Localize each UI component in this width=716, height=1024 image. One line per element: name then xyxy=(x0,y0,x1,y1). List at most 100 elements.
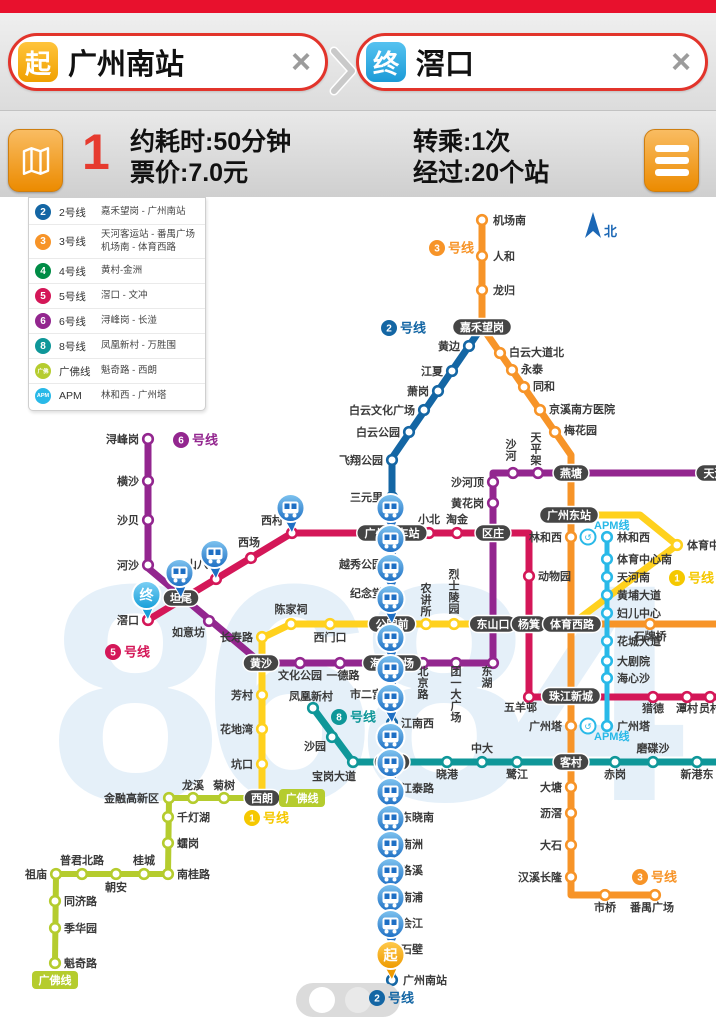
station-dot[interactable] xyxy=(486,496,500,510)
station-dot[interactable] xyxy=(49,867,63,881)
station-dot[interactable] xyxy=(141,432,155,446)
station-dot[interactable] xyxy=(186,791,200,805)
station-dot[interactable] xyxy=(475,249,489,263)
station-dot[interactable] xyxy=(646,690,660,704)
station-dot[interactable] xyxy=(346,755,360,769)
station-pill[interactable] xyxy=(552,463,590,483)
station-dot[interactable] xyxy=(531,466,545,480)
page-dot[interactable] xyxy=(309,987,335,1013)
station-dot[interactable] xyxy=(600,606,614,620)
destination-field[interactable]: 终 滘口 × xyxy=(356,33,708,91)
station-dot[interactable] xyxy=(48,956,62,970)
station-dot[interactable] xyxy=(486,656,500,670)
station-pill[interactable] xyxy=(538,505,600,525)
station-dot[interactable] xyxy=(402,425,416,439)
station-dot[interactable] xyxy=(533,403,547,417)
station-dot[interactable] xyxy=(109,867,123,881)
station-pill[interactable] xyxy=(540,686,602,706)
station-dot[interactable] xyxy=(244,551,258,565)
station-dot[interactable] xyxy=(690,755,704,769)
station-pill[interactable] xyxy=(552,752,590,772)
station-dot[interactable] xyxy=(141,558,155,572)
station-dot[interactable] xyxy=(385,453,399,467)
station-dot[interactable] xyxy=(600,719,614,733)
station-dot[interactable] xyxy=(510,755,524,769)
station-dot[interactable] xyxy=(600,588,614,602)
station-dot[interactable] xyxy=(137,867,151,881)
station-dot[interactable] xyxy=(255,757,269,771)
station-dot[interactable] xyxy=(161,836,175,850)
station-dot[interactable] xyxy=(162,791,176,805)
station-dot[interactable] xyxy=(431,384,445,398)
station-dot[interactable] xyxy=(48,894,62,908)
map-view-button[interactable] xyxy=(8,129,63,192)
menu-button[interactable] xyxy=(644,129,699,192)
station-dot[interactable] xyxy=(680,690,694,704)
station-dot[interactable] xyxy=(141,474,155,488)
station-dot[interactable] xyxy=(419,617,433,631)
station-dot[interactable] xyxy=(648,888,662,902)
station-dot[interactable] xyxy=(202,614,216,628)
station-dot[interactable] xyxy=(161,867,175,881)
origin-clear-icon[interactable]: × xyxy=(291,43,311,81)
station-dot[interactable] xyxy=(462,339,476,353)
station-dot[interactable] xyxy=(161,810,175,824)
station-dot[interactable] xyxy=(564,806,578,820)
station-dot[interactable] xyxy=(505,363,519,377)
station-dot[interactable] xyxy=(440,755,454,769)
station-dot[interactable] xyxy=(475,283,489,297)
page-dot[interactable] xyxy=(345,987,371,1013)
station-dot[interactable] xyxy=(48,921,62,935)
station-pill[interactable] xyxy=(451,317,513,337)
station-dot[interactable] xyxy=(293,656,307,670)
destination-value[interactable]: 滘口 xyxy=(416,49,475,81)
station-dot[interactable] xyxy=(141,513,155,527)
station-dot[interactable] xyxy=(75,867,89,881)
station-dot[interactable] xyxy=(703,690,716,704)
station-dot[interactable] xyxy=(643,617,657,631)
station-dot[interactable] xyxy=(333,656,347,670)
station-dot[interactable] xyxy=(217,791,231,805)
station-dot[interactable] xyxy=(564,838,578,852)
station-pill[interactable] xyxy=(695,463,716,483)
station-dot[interactable] xyxy=(325,730,339,744)
station-dot[interactable] xyxy=(475,755,489,769)
origin-field[interactable]: 起 广州南站 × xyxy=(8,33,328,91)
station-dot[interactable] xyxy=(600,671,614,685)
station-dot[interactable] xyxy=(646,755,660,769)
station-dot[interactable] xyxy=(284,617,298,631)
station-pill[interactable] xyxy=(541,614,603,634)
station-dot[interactable] xyxy=(564,719,578,733)
station-dot[interactable] xyxy=(417,403,431,417)
station-dot[interactable] xyxy=(449,656,463,670)
station-dot[interactable] xyxy=(608,755,622,769)
station-dot[interactable] xyxy=(522,690,536,704)
station-dot[interactable] xyxy=(564,870,578,884)
station-dot[interactable] xyxy=(493,346,507,360)
station-dot[interactable] xyxy=(548,425,562,439)
station-dot[interactable] xyxy=(564,530,578,544)
station-dot[interactable] xyxy=(522,569,536,583)
station-dot[interactable] xyxy=(670,538,684,552)
station-dot[interactable] xyxy=(506,466,520,480)
station-dot[interactable] xyxy=(306,701,320,715)
station-dot[interactable] xyxy=(450,526,464,540)
station-dot[interactable] xyxy=(255,688,269,702)
station-pill[interactable] xyxy=(242,653,280,673)
station-dot[interactable] xyxy=(564,780,578,794)
station-dot[interactable] xyxy=(486,475,500,489)
station-dot[interactable] xyxy=(447,617,461,631)
station-dot[interactable] xyxy=(323,617,337,631)
station-dot[interactable] xyxy=(475,213,489,227)
station-dot[interactable] xyxy=(517,380,531,394)
station-dot[interactable] xyxy=(600,634,614,648)
station-dot[interactable] xyxy=(600,654,614,668)
station-dot[interactable] xyxy=(600,530,614,544)
station-pill[interactable] xyxy=(474,523,512,543)
station-dot[interactable] xyxy=(600,552,614,566)
destination-clear-icon[interactable]: × xyxy=(671,43,691,81)
station-dot[interactable] xyxy=(600,570,614,584)
station-dot[interactable] xyxy=(598,888,612,902)
station-dot[interactable] xyxy=(255,722,269,736)
